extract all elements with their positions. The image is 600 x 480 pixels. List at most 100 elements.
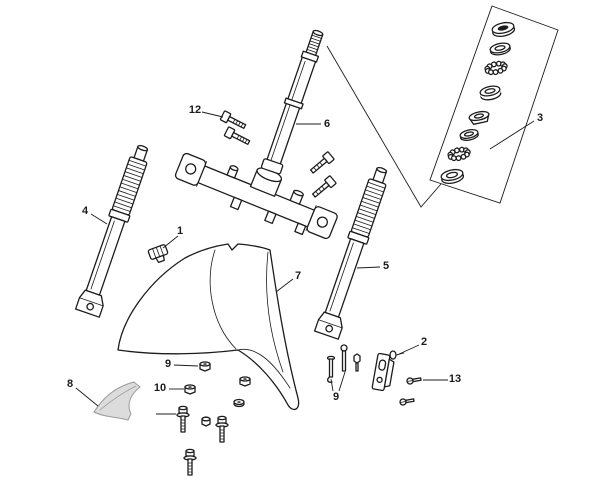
reflector-bracket bbox=[371, 352, 395, 392]
ridge-line bbox=[366, 185, 385, 193]
bridge-lug bbox=[264, 210, 277, 225]
hex-nut bbox=[239, 376, 251, 387]
ridge-line bbox=[125, 167, 144, 175]
fender-bolt bbox=[183, 448, 197, 476]
upper-bearing-race bbox=[479, 85, 502, 101]
left-clamp-bore bbox=[185, 163, 197, 175]
callout-4: 4 bbox=[82, 205, 89, 217]
ridge-line bbox=[357, 212, 375, 219]
ridge-line bbox=[119, 186, 138, 194]
callout-13: 13 bbox=[449, 373, 461, 385]
bearing-kit-frame bbox=[429, 5, 559, 204]
fender-bolt bbox=[215, 415, 229, 443]
ridge-line bbox=[307, 46, 318, 51]
ridge-line bbox=[116, 193, 135, 201]
bearing-kit-box bbox=[326, 5, 559, 208]
ridge-line bbox=[310, 37, 321, 42]
callout-6: 6 bbox=[324, 118, 330, 130]
callout-9-right: 9 bbox=[333, 391, 339, 403]
callout-12: 12 bbox=[189, 104, 201, 116]
fork-leg-left bbox=[74, 144, 149, 318]
ridge-line bbox=[311, 34, 322, 39]
leader-line-3 bbox=[489, 120, 535, 150]
fender-trim-piece bbox=[93, 381, 141, 421]
leader-line-1 bbox=[162, 235, 179, 249]
axle-hole bbox=[86, 302, 95, 311]
ridge-line bbox=[124, 171, 143, 178]
clip-nut bbox=[353, 353, 361, 372]
ridge-line bbox=[363, 193, 382, 200]
clip-screw bbox=[340, 344, 348, 372]
bridge-bolt bbox=[219, 110, 247, 129]
ridge-line bbox=[128, 159, 147, 167]
steering-stem bbox=[260, 29, 324, 175]
fork-leg-right bbox=[313, 166, 388, 340]
leader-line-2 bbox=[396, 344, 420, 356]
ridge-line bbox=[112, 205, 131, 212]
fender-lip bbox=[237, 348, 291, 389]
leader-line-12 bbox=[201, 111, 224, 118]
fender-shell bbox=[117, 243, 300, 411]
ridge-line bbox=[306, 48, 317, 53]
ridge-line bbox=[118, 190, 136, 197]
callout-9-left: 9 bbox=[165, 358, 171, 370]
ridge-line bbox=[308, 43, 319, 48]
ridge-line bbox=[364, 189, 383, 197]
ridge-line bbox=[351, 227, 370, 234]
fender-center-ridge bbox=[209, 249, 237, 350]
leader-line-7 bbox=[275, 278, 294, 293]
callout-labels: 12 6 3 4 1 7 5 2 9 13 8 10 9 bbox=[67, 104, 543, 403]
lock-washer bbox=[489, 42, 511, 56]
bearing-ball bbox=[492, 69, 499, 76]
top-lock-nut bbox=[491, 21, 516, 37]
callout-3: 3 bbox=[537, 112, 543, 124]
tapping-screw bbox=[399, 398, 415, 406]
leader-line-4 bbox=[90, 213, 108, 225]
ridge-line bbox=[120, 182, 139, 190]
bridge-lug bbox=[229, 196, 243, 211]
ridge-line bbox=[309, 40, 320, 45]
ridge-line bbox=[358, 208, 377, 216]
bridge-bolt bbox=[311, 175, 337, 198]
callout-8: 8 bbox=[67, 378, 73, 390]
bearing-ball bbox=[455, 155, 462, 162]
bearing-ball bbox=[460, 153, 467, 160]
ridge-line bbox=[362, 197, 381, 204]
cable-guide-bracket bbox=[147, 244, 169, 264]
bearing-ball bbox=[497, 67, 504, 74]
hex-nut bbox=[184, 384, 196, 395]
clip-screw bbox=[326, 355, 336, 383]
lower-bearing-race bbox=[459, 129, 479, 141]
stem-base bbox=[260, 158, 284, 175]
leader-line-9-left bbox=[173, 364, 199, 367]
washer bbox=[233, 398, 245, 408]
ridge-line bbox=[353, 223, 372, 231]
bridge-bolt bbox=[309, 151, 335, 174]
bottom-bearing-seat bbox=[440, 168, 465, 184]
ridge-line bbox=[127, 163, 146, 171]
ridge-line bbox=[114, 201, 133, 209]
callout-10: 10 bbox=[154, 382, 166, 394]
bearing-cone bbox=[468, 110, 490, 125]
fork-tube bbox=[85, 216, 126, 296]
leader-line-5 bbox=[356, 266, 381, 269]
ridge-line bbox=[122, 178, 140, 186]
ridge-line bbox=[361, 200, 379, 208]
bearing-kit-pointer-lines bbox=[326, 45, 442, 208]
callout-5: 5 bbox=[383, 260, 389, 272]
stem-band bbox=[283, 97, 304, 110]
leader-lines bbox=[75, 111, 535, 415]
hex-nut bbox=[199, 361, 211, 372]
axle-hole bbox=[325, 324, 334, 333]
stem-tube bbox=[265, 56, 317, 167]
leader-line-9-right bbox=[338, 371, 346, 392]
bridge-bolt bbox=[223, 126, 251, 145]
ridge-line bbox=[123, 175, 142, 182]
upper-ball-bearing-set bbox=[484, 60, 508, 76]
lower-ball-bearing-set bbox=[447, 146, 471, 162]
tapping-screw bbox=[406, 377, 422, 385]
bridge-lug bbox=[294, 222, 307, 236]
ridge-line bbox=[359, 204, 378, 212]
leader-line-9-right bbox=[330, 378, 334, 392]
